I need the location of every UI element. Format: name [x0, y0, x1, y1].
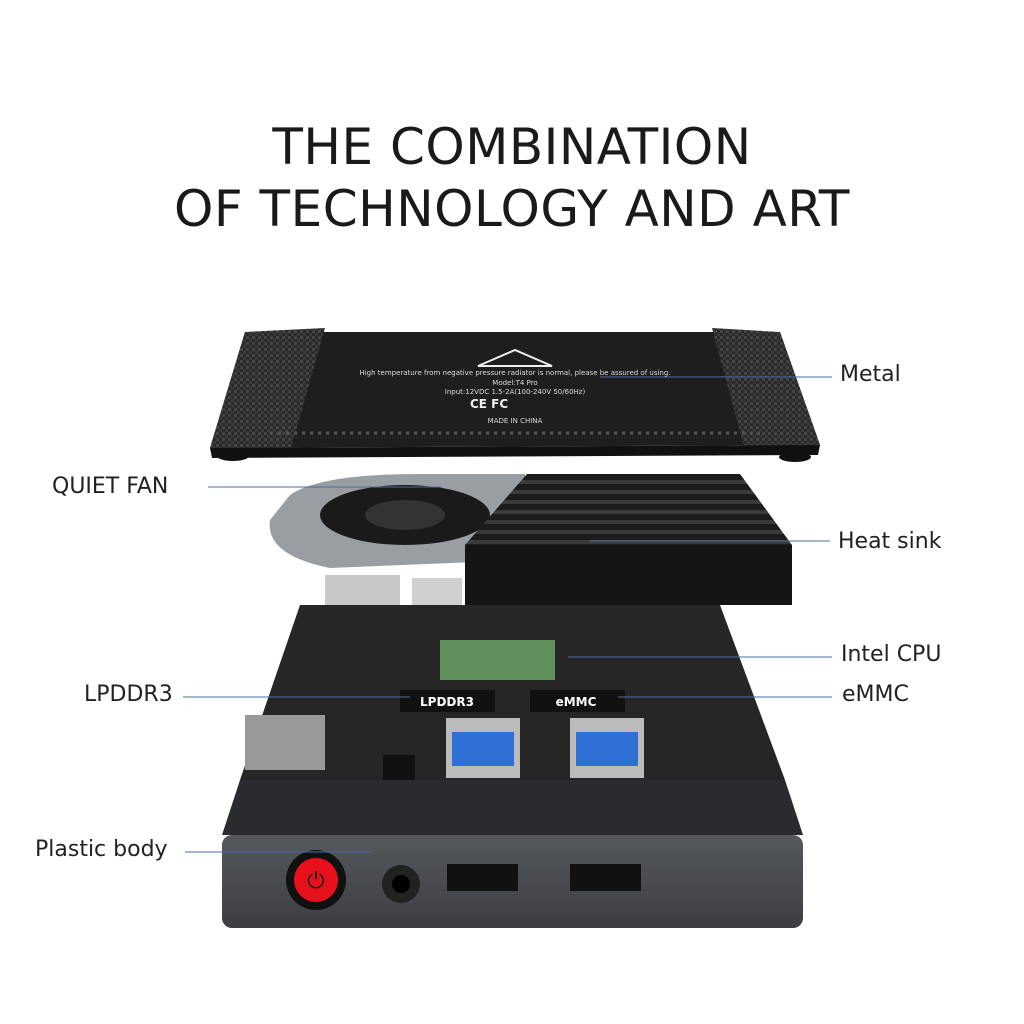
metal-lid: High temperature from negative pressure …	[210, 328, 820, 462]
label-intel-cpu: Intel CPU	[841, 642, 942, 667]
headline-line-2: OF TECHNOLOGY AND ART	[174, 180, 850, 238]
power-icon: ⏻	[307, 869, 324, 894]
label-metal: Metal	[840, 362, 901, 387]
board-emmc-mark: eMMC	[556, 695, 597, 709]
headline-line-1: THE COMBINATION	[272, 118, 752, 176]
lid-warning-text: High temperature from negative pressure …	[359, 369, 670, 377]
label-quiet-fan: QUIET FAN	[52, 474, 169, 499]
lid-cert-marks: CE FC	[470, 397, 508, 411]
leader-lines	[183, 376, 832, 853]
board-lpddr3-mark: LPDDR3	[420, 695, 474, 709]
plastic-body: ⏻	[222, 780, 803, 928]
label-emmc: eMMC	[842, 682, 909, 707]
lid-input-text: Input:12VDC 1.5-2A(100-240V 50/60Hz)	[445, 388, 586, 396]
label-plastic-body: Plastic body	[35, 837, 168, 862]
fan	[269, 474, 525, 568]
usb-port-2	[576, 732, 638, 766]
label-lpddr3: LPDDR3	[84, 682, 173, 707]
heat-sink	[465, 474, 792, 605]
motherboard: LPDDR3 eMMC	[240, 575, 785, 785]
power-button	[294, 858, 338, 902]
lid-model-text: Model:T4 Pro	[492, 379, 537, 387]
lid-origin-text: MADE IN CHINA	[488, 417, 543, 425]
intel-cpu-chip	[440, 640, 555, 680]
label-heat-sink: Heat sink	[838, 529, 942, 554]
usb-port-1	[452, 732, 514, 766]
